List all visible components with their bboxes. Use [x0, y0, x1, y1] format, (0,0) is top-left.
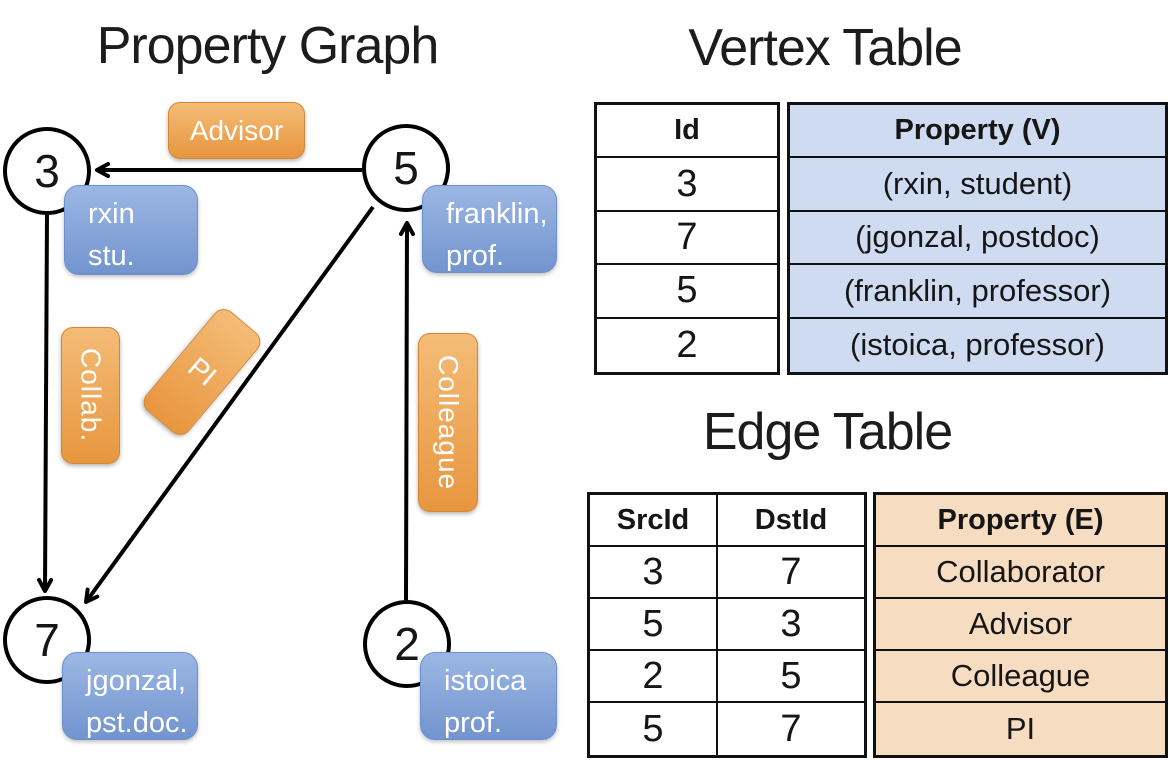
vertex-property-box-5-line1: franklin,	[446, 198, 548, 230]
edge-label-collab-text: Collab.	[75, 348, 107, 443]
edge-dstid-cell: 5	[780, 654, 802, 697]
vertex-id-cell: 2	[676, 323, 698, 366]
vertex-property-box-5-line2: prof.	[446, 240, 505, 273]
vertex-property-box-5: franklin, prof.	[422, 185, 557, 273]
table-row: 2	[597, 319, 777, 372]
edge-srcid-cell: 2	[590, 651, 718, 701]
vertex-node-5: 5	[362, 124, 450, 212]
edge-dstid-cell: 7	[780, 550, 802, 593]
vertex-node-7-id: 7	[34, 614, 60, 666]
vertex-property-box-7-line2: pst.doc.	[86, 707, 188, 740]
vertex-property-box-3-line2: stu.	[88, 240, 135, 273]
table-row: 2 5	[590, 651, 864, 703]
vertex-property-header: Property (V)	[894, 114, 1061, 147]
vertex-property-box-2: istoica prof.	[420, 652, 557, 740]
vertex-id-cell: 3	[676, 162, 698, 205]
edge-dstid-header: DstId	[754, 503, 828, 536]
vertex-property-box-7-line1: jgonzal,	[86, 665, 186, 697]
table-row: Colleague	[876, 651, 1165, 703]
table-row: (jgonzal, postdoc)	[790, 212, 1165, 266]
vertex-property-box-7: jgonzal, pst.doc.	[62, 652, 198, 740]
edge-property-cell: Advisor	[968, 606, 1073, 641]
edge-srcid-header: SrcId	[590, 495, 718, 545]
vertex-id-cell: 5	[676, 269, 698, 312]
table-row: 5	[597, 265, 777, 319]
vertex-table-title: Vertex Table	[688, 19, 962, 77]
vertex-table-property-column: Property (V) (rxin, student) (jgonzal, p…	[787, 102, 1168, 375]
vertex-node-2: 2	[363, 600, 451, 688]
table-row: 5 3	[590, 599, 864, 651]
vertex-property-box-2-line2: prof.	[444, 707, 503, 740]
edge-table-title: Edge Table	[702, 403, 953, 461]
edge-property-cell: PI	[1005, 711, 1036, 746]
vertex-property-box-3-line1: rxin	[88, 198, 135, 230]
table-row: Property (E)	[876, 495, 1165, 547]
vertex-property-cell: (istoica, professor)	[850, 327, 1105, 363]
edge-label-colleague: Colleague	[418, 333, 478, 512]
edge-property-cell: Collaborator	[936, 554, 1105, 589]
table-row: PI	[876, 703, 1165, 755]
vertex-property-box-3: rxin stu.	[64, 185, 198, 275]
edge-2-to-5	[398, 221, 415, 601]
edge-srcid-cell: 5	[590, 599, 718, 649]
vertex-node-3-id: 3	[34, 145, 60, 197]
table-row: 3	[597, 158, 777, 212]
vertex-node-5-id: 5	[393, 142, 419, 194]
edge-5-to-7	[84, 205, 375, 604]
edge-table-id-columns: SrcId DstId 3 7 5 3 2 5 5 7	[587, 492, 867, 758]
table-row: (rxin, student)	[790, 158, 1165, 212]
vertex-node-2-id: 2	[394, 618, 420, 670]
edge-dstid-cell: 3	[780, 602, 802, 645]
edge-srcid-cell: 5	[590, 703, 718, 755]
edge-property-header: Property (E)	[937, 503, 1104, 536]
table-row: Collaborator	[876, 547, 1165, 599]
table-row: 3 7	[590, 547, 864, 599]
property-graph-title: Property Graph	[96, 17, 440, 75]
edge-table-property-column: Property (E) Collaborator Advisor Collea…	[873, 492, 1168, 758]
table-row: 5 7	[590, 703, 864, 755]
vertex-property-cell: (rxin, student)	[882, 166, 1073, 202]
edge-label-collab: Collab.	[61, 327, 120, 464]
edge-3-to-7	[37, 213, 54, 593]
table-row: 7	[597, 212, 777, 266]
edge-property-cell: Colleague	[950, 658, 1091, 693]
table-row: SrcId DstId	[590, 495, 864, 547]
edge-label-colleague-text: Colleague	[433, 354, 464, 491]
vertex-id-header: Id	[674, 114, 700, 147]
vertex-property-cell: (franklin, professor)	[843, 272, 1112, 308]
vertex-id-cell: 7	[676, 215, 698, 258]
edge-dstid-cell: 7	[780, 707, 802, 750]
table-row: Advisor	[876, 599, 1165, 651]
table-row: (franklin, professor)	[790, 265, 1165, 319]
table-row: (istoica, professor)	[790, 319, 1165, 372]
vertex-property-box-2-line1: istoica	[444, 665, 527, 697]
edge-srcid-cell: 3	[590, 547, 718, 597]
table-row: Id	[597, 105, 777, 159]
vertex-table-id-column: Id 3 7 5 2	[594, 102, 780, 375]
vertex-property-cell: (jgonzal, postdoc)	[855, 219, 1100, 255]
table-row: Property (V)	[790, 105, 1165, 159]
edge-label-advisor: Advisor	[168, 102, 305, 159]
